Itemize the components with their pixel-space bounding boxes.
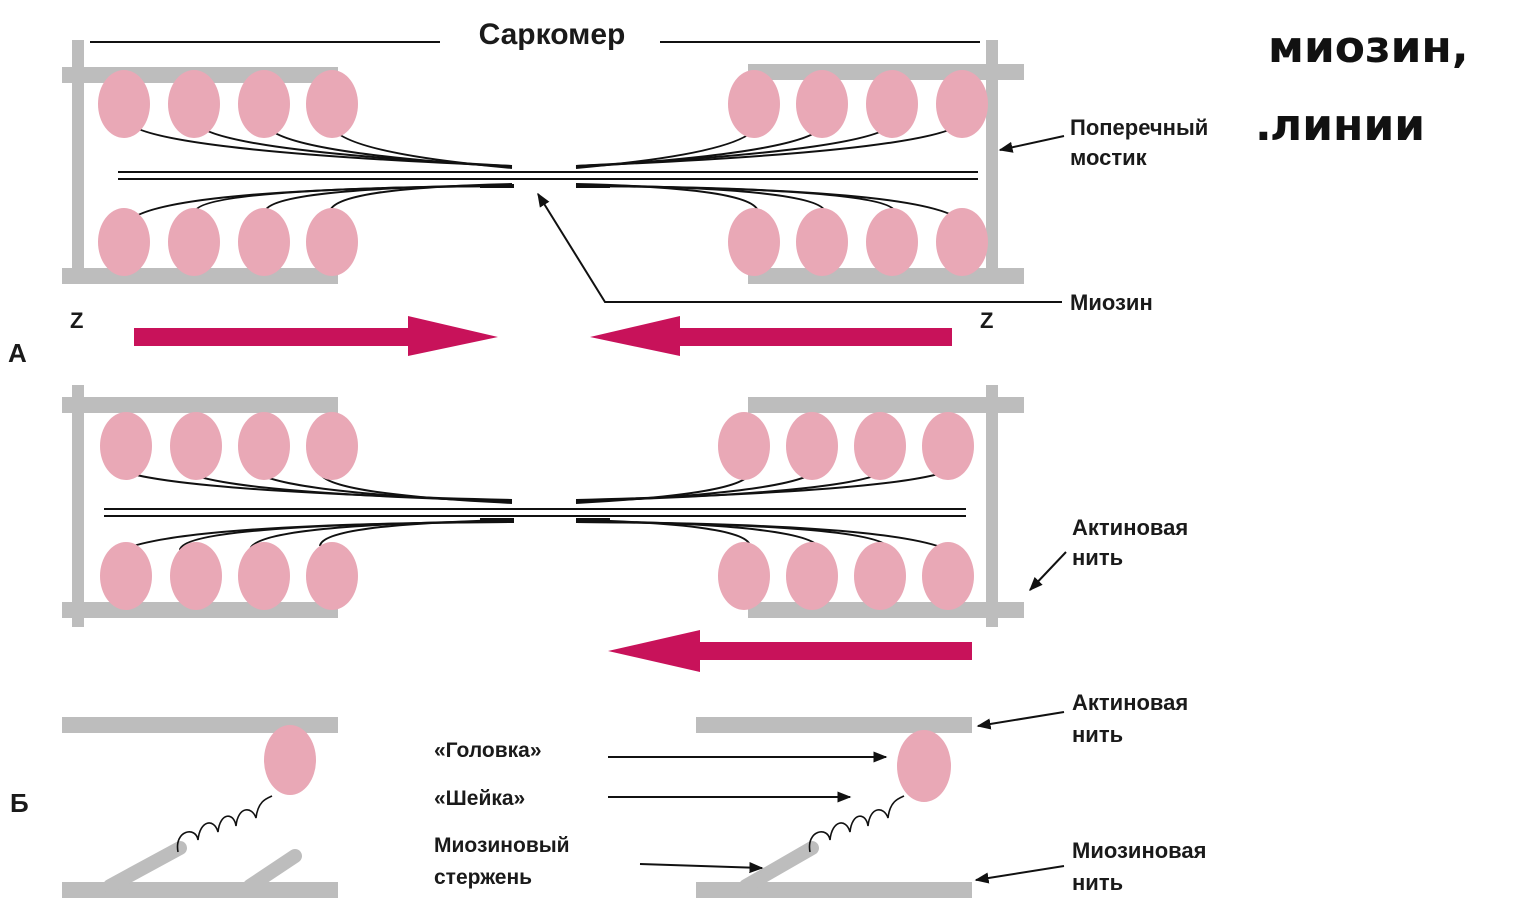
panel-b-label: Б [10,788,29,818]
contraction-arrow-left [590,316,952,356]
myosin-head [170,542,222,610]
myosin-rod [250,856,295,886]
myosin-head [306,70,358,138]
myosin-head [854,412,906,480]
myosin-head [306,542,358,610]
panel-a-label: А [8,338,27,368]
myosin-head [936,70,988,138]
myosin-head [238,70,290,138]
myosin-head [854,542,906,610]
sarcomere-label: Саркомер [479,18,626,51]
rod-label-2: стержень [434,866,532,889]
cross-bridge-detail-left [62,717,338,898]
myosin-head [897,730,951,802]
cross-bridge-detail-right [696,717,972,898]
myosin-head [168,208,220,276]
z-label-left: Z [70,308,83,333]
actin-b-label: Актиновая [1072,690,1188,715]
actin-b-label-2: нить [1072,722,1123,747]
z-label-right: Z [980,308,993,333]
actin-filament [696,717,972,733]
myosin-head [238,542,290,610]
myosin-head [728,70,780,138]
myosin-head [718,542,770,610]
myosin-head [306,412,358,480]
myosin-head [728,208,780,276]
actin-label-2: нить [1072,545,1123,570]
myosin-head [100,412,152,480]
myosin-head [866,208,918,276]
myosin-head [306,208,358,276]
myosin-filament-label-2: нить [1072,870,1123,895]
myosin-head [98,208,150,276]
myosin-head [922,542,974,610]
neck-label: «Шейка» [434,787,525,810]
myosin-head [866,70,918,138]
myosin-head [786,542,838,610]
myosin-head [922,412,974,480]
myosin-head [786,412,838,480]
z-disc-left [72,385,84,627]
myosin-head [238,412,290,480]
myosin-filament [696,882,972,898]
myosin-neck [178,796,272,852]
overlay-text-line2: линии [1270,100,1425,151]
myosin-head [796,70,848,138]
rod-label: Миозиновый [434,834,570,857]
myosin-filament-label: Миозиновая [1072,838,1207,863]
myosin-head [170,412,222,480]
contraction-arrow-right [134,316,498,356]
myosin-head [238,208,290,276]
myosin-neck [810,796,904,852]
overlay-text-line1: миозин, [1268,22,1469,73]
myosin-head [796,208,848,276]
actin-label: Актиновая [1072,515,1188,540]
cross-bridge-label-2: мостик [1070,145,1148,170]
myosin-head [264,725,316,795]
head-label: «Головка» [434,739,542,762]
z-disc-right [986,385,998,627]
myosin-head [936,208,988,276]
myosin-head [98,70,150,138]
movement-arrow-left [608,630,972,672]
actin-filament [748,397,1024,413]
sarcomere-contracted [62,385,1024,627]
myosin-head [718,412,770,480]
actin-filament [62,397,338,413]
overlay-dot: . [1255,100,1272,151]
sarcomere-relaxed [62,40,1024,284]
myosin-head [100,542,152,610]
myosin-head [168,70,220,138]
myosin-rod [110,848,180,886]
cross-bridge-label: Поперечный [1070,115,1208,140]
myosin-label: Миозин [1070,290,1153,315]
